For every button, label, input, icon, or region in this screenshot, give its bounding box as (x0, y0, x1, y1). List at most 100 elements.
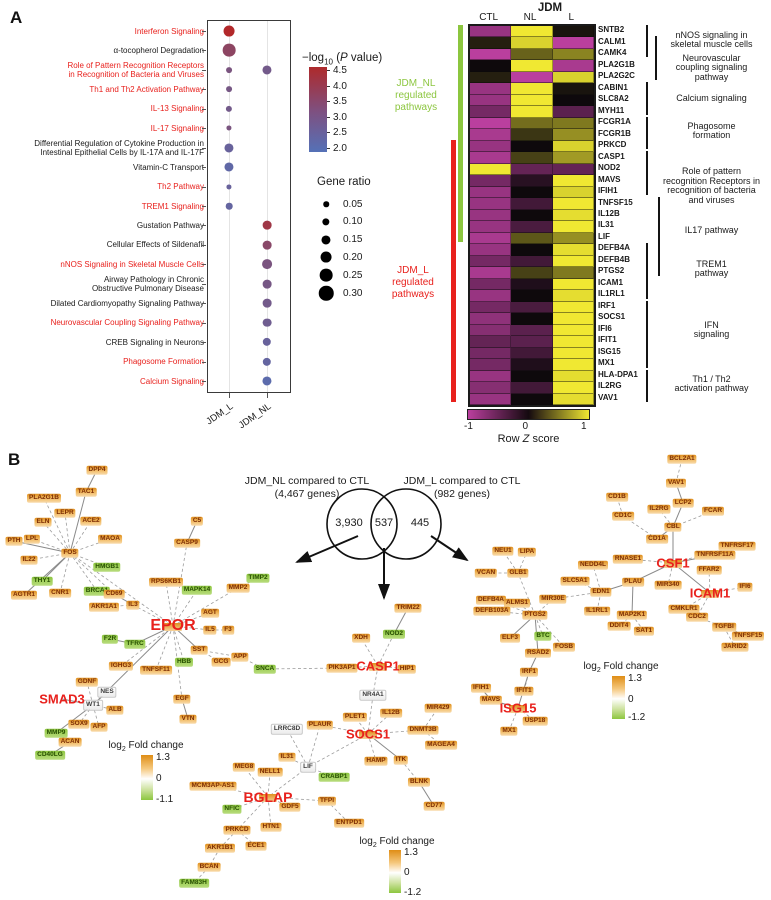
gene-node-edn1: EDN1 (590, 587, 612, 597)
gene-node-plet1: PLET1 (342, 712, 368, 722)
gene-node-fam83h: FAM83H (179, 878, 209, 888)
gene-ratio-ticklabel: 0.25 (343, 269, 363, 281)
heatmap-cell (552, 221, 594, 233)
heatmap-gene-label: IFIT1 (598, 335, 617, 345)
heatmap-cell (552, 301, 594, 314)
heatmap-cell (511, 48, 553, 61)
gene-ratio-dot (323, 201, 329, 207)
gene-node-rps6kb1: RPS6KB1 (149, 577, 183, 587)
heatmap-cell (552, 60, 594, 72)
gene-node-dpp4: DPP4 (86, 465, 108, 475)
pvalue-colorbar-tick (327, 148, 330, 149)
gene-node-sst: SST (190, 645, 208, 655)
heatmap-cell (511, 186, 553, 199)
gene-node-ptgs2: PTGS2 (522, 610, 548, 620)
dotplot-dot (262, 357, 272, 366)
dotplot-dot (262, 376, 272, 386)
heatmap-cell (511, 290, 553, 302)
dotplot-dot (223, 25, 235, 37)
heatmap-cell (511, 26, 553, 38)
pvalue-colorbar-ticklabel: 2.0 (333, 143, 347, 154)
gene-ratio-ticklabel: 0.15 (343, 234, 363, 246)
gene-node-ddit4: DDIT4 (607, 621, 631, 631)
heatmap-gene-label: SNTB2 (598, 25, 625, 35)
gene-node-jarid2: JARID2 (721, 642, 749, 652)
pathway-label: Differential Regulation of Cytokine Prod… (34, 138, 204, 157)
heatmap-cell (552, 83, 594, 95)
gene-node-il3: IL3 (126, 600, 140, 610)
pvalue-colorbar-ticklabel: 3.5 (333, 96, 347, 108)
dotplot-dot (262, 259, 272, 270)
panel-a-label: A (10, 8, 23, 27)
gene-node-irf1: IRF1 (519, 667, 539, 677)
dotplot-dot (226, 125, 232, 131)
gene-node-cbl: CBL (664, 522, 682, 532)
dotplot-y-tick (202, 50, 206, 52)
heatmap-cell (552, 347, 594, 360)
gene-node-blnk: BLNK (407, 777, 431, 787)
heatmap-pathway-label: IL17 pathway (684, 225, 739, 236)
dotplot-y-tick (202, 225, 206, 227)
heatmap-cell (511, 267, 553, 279)
gene-node-egf: EGF (173, 694, 191, 704)
gene-node-nell1: NELL1 (257, 767, 283, 777)
heatmap-pathway-label: Th1 / Th2 activation pathway (674, 373, 749, 393)
gene-node-mmp2: MMP2 (226, 583, 250, 593)
pvalue-colorbar-tick (327, 101, 330, 103)
gene-node-wt1: WT1 (83, 699, 103, 711)
heatmap-cell (552, 129, 594, 141)
pathway-label: Vitamin-C Transport (133, 162, 204, 172)
heatmap-cell (552, 290, 594, 302)
heatmap-cell (470, 48, 512, 61)
panel-b-label: B (8, 450, 21, 469)
pathway-label: IL-13 Signaling (150, 104, 204, 114)
heatmap-gene-label: VAV1 (598, 392, 618, 402)
gene-node-cd1b: CD1B (606, 492, 628, 502)
gene-node-map2k1: MAP2K1 (616, 610, 648, 620)
heatmap-cell (511, 313, 553, 325)
heatmap-gene-label: CAMK4 (598, 48, 627, 58)
dotplot-x-label: JDM_L (204, 401, 236, 428)
dotplot-dot (262, 279, 272, 289)
gene-ratio-dot (321, 235, 331, 245)
jdm-l-regulated-label: JDM_L regulated pathways (391, 265, 435, 300)
heatmap-cell (511, 94, 553, 107)
fold-change-ticklabel: 1.3 (628, 673, 642, 684)
heatmap-cell (470, 324, 512, 337)
heatmap-cell (511, 140, 553, 153)
gene-node-nr4a1: NR4A1 (359, 689, 387, 701)
pathway-label: Airway Pathology in Chronic Obstructive … (91, 274, 204, 293)
pathway-label: Neurovascular Coupling Signaling Pathway (50, 318, 204, 328)
pathway-label: Gustation Pathway (136, 220, 204, 230)
heatmap-pathway-label: Role of pattern recognition Receptors in… (662, 166, 761, 205)
dotplot-y-tick (202, 128, 206, 130)
heatmap-pathway-bracket (646, 369, 648, 402)
dotplot-y-tick (202, 206, 206, 207)
hub-gene-label-icam1: ICAM1 (689, 585, 731, 601)
gene-ratio-ticklabel: 0.30 (343, 287, 363, 299)
gene-node-hamp: HAMP (364, 756, 388, 766)
hub-gene-label-isg15: ISG15 (499, 700, 537, 716)
heatmap-cell (552, 267, 594, 279)
heatmap-gene-label: FCGR1B (598, 128, 631, 138)
gene-node-mx1: MX1 (500, 726, 518, 736)
dotplot-y-tick (202, 108, 206, 110)
heatmap-cell (511, 163, 553, 176)
dotplot-y-tick (202, 283, 206, 285)
jdm-l-regulated-bar (451, 140, 456, 402)
gene-node-il22: IL22 (20, 555, 38, 565)
gene-node-cd1c: CD1C (612, 511, 634, 521)
heatmap-cell (511, 336, 553, 348)
pathway-label: Dilated Cardiomyopathy Signaling Pathway (50, 298, 204, 308)
heatmap-cell (470, 393, 512, 405)
dotplot-gridline (267, 21, 268, 392)
heatmap-cell (470, 255, 512, 268)
heatmap-cell (511, 221, 553, 233)
fold-change-ticklabel: 0 (628, 694, 634, 705)
gene-node-neu1: NEU1 (492, 546, 514, 556)
heatmap-gene-label: MYH11 (598, 105, 625, 115)
dotplot-y-tick (202, 361, 206, 363)
network-edge (69, 552, 98, 592)
gene-node-fosb: FOSB (552, 642, 576, 652)
gene-node-agt: AGT (201, 608, 219, 618)
